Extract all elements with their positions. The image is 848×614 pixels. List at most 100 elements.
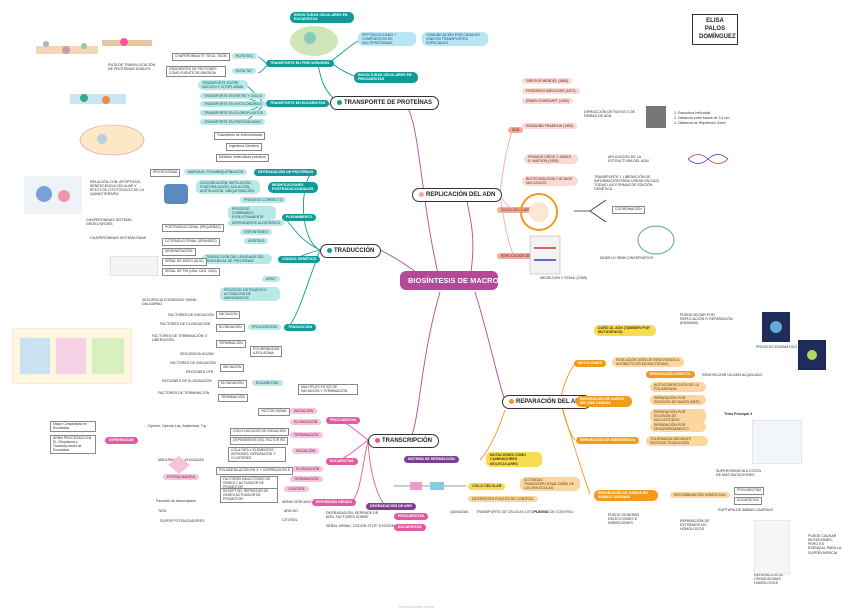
tc-euc-ini[interactable]: INICIACIÓN: [292, 448, 320, 455]
tc-proc-term[interactable]: TERMINACIÓN: [290, 432, 323, 439]
evolucion[interactable]: EVOLUCIÓN (GEN DE RESISTENCIA A ANTIBIÓT…: [612, 357, 684, 368]
dano-adn[interactable]: DAÑO AL ADN (TAMBIÉN POR MUTÁGENOS): [594, 325, 656, 336]
branch-reparacion[interactable]: REPARACIÓN DEL ADN: [502, 395, 591, 409]
watson-desc: APLICACIÓN DE LA ESTRUCTURA DEL ADN: [608, 155, 649, 164]
expresion-genica[interactable]: EXPRESIÓN GÉNICA: [312, 499, 356, 506]
pleg-item-3[interactable]: ESPONTANEO: [240, 229, 273, 236]
pleg-item-0[interactable]: PROCESO CORRECTO: [240, 197, 287, 204]
branch-transcripcion[interactable]: TRANSCRIPCIÓN: [368, 434, 440, 448]
transcripcion-procariotas[interactable]: PROCARIOTAS: [326, 417, 361, 424]
canales-ionicos[interactable]: COMUNICACIÓN POR CANALES IÓNICOS TRANSPO…: [422, 32, 488, 47]
rule-2: 3. Distancia de Repetición 34nm: [674, 121, 726, 125]
transporte-precursores[interactable]: TRANSPORTE EN PRECURSORES: [266, 60, 334, 67]
peptidoglucano[interactable]: PEPTIDOGLICANO + COMPUESTOS DE MULTIPROT…: [358, 32, 416, 47]
directa-desc: REMOVILIZAR UN ADN ALQUILADO: [702, 373, 763, 377]
sin-item-0[interactable]: AUTOCORRECCIÓN DE LA POLIMERASA: [650, 382, 706, 393]
ciclo-celular[interactable]: CICLO CELULAR: [468, 483, 506, 490]
euc-elong-regions: REGIONES DE ELONGACIÓN: [162, 379, 212, 383]
tc-proc-ini[interactable]: INICIACIÓN: [290, 408, 318, 415]
branch-dot: [375, 437, 380, 443]
ciclo-celular-rep[interactable]: CICLO CELULAR: [497, 207, 533, 214]
mutaciones[interactable]: MUTACIONES: [574, 360, 606, 367]
modificaciones-desc[interactable]: GLICOSILACIÓN, METILACIÓN, FOSFORILACIÓN…: [196, 180, 260, 195]
degradacion-arn[interactable]: DEGRADACIÓN DE ARN: [366, 503, 416, 510]
hist-chargaff[interactable]: ERWIN CHARGAFF (1950): [522, 98, 573, 105]
puntos-control[interactable]: DIFERENTES PUNTOS DE CONTROL: [468, 496, 538, 503]
hist-biotec[interactable]: BIOTECNOLOGÍA Y ÁCIDOS NUCLEICOS: [522, 176, 578, 187]
note-1: Ingeniería Genética: [226, 143, 262, 151]
pleg-item-2[interactable]: DEPENDIENTE ALOSTERICO: [228, 220, 285, 227]
sin-item-3[interactable]: REPARACIÓN POR DESAPAREAMIENTO: [650, 422, 706, 433]
pleg-item-1[interactable]: PROCESO COMBINADO EVOLUTIVAMENTE: [228, 206, 276, 221]
modificaciones[interactable]: MODIFICACIONES POSTRADUCCIONALES: [268, 182, 318, 193]
envolturas-eucariotas[interactable]: ENVOLTURAS CELULARES EN EUCARIOTAS: [290, 12, 354, 23]
traduccion-sub[interactable]: TRADUCCIÓN: [284, 324, 317, 331]
degradacion-proteinas[interactable]: DEGRADACIÓN DE PROTEÍNAS: [254, 169, 318, 176]
branch-transporte[interactable]: TRANSPORTE DE PROTEÍNAS: [330, 96, 440, 110]
danos-ambas-cadenas[interactable]: REPARACIÓN DE DAÑOS EN AMBAS CADENAS: [594, 490, 658, 501]
operon-diagram: [394, 482, 466, 490]
hist-franklin[interactable]: ROSALIND FRANKLIN (1952): [522, 123, 578, 130]
tc-euc-term[interactable]: TERMINACIÓN: [290, 476, 323, 483]
procariotas-trad[interactable]: PROCARIOTAS: [248, 324, 282, 331]
plegamiento[interactable]: PLEGAMIENTO: [282, 214, 317, 221]
eucariotas-trad[interactable]: EUCARIOTAS: [252, 380, 283, 387]
euc-item-4[interactable]: TRANSPORTE EN PERÓXISOMAS: [200, 119, 265, 126]
puede-generar: PUEDE GENERAR DELECCIONES E INSERCIONES: [608, 513, 640, 526]
hist-crick-watson[interactable]: FRANCIS CRICK Y JAMES D. WATSON (1953): [524, 154, 578, 165]
actividad-transcripcional[interactable]: ACTIVIDAD TRANSCRIPCIONAL DAÑO DE LAS MO…: [520, 477, 580, 492]
replicacion-adn[interactable]: REPLICACIÓN DEL ADN: [497, 253, 545, 260]
branch-label: REPARACIÓN DEL ADN: [516, 398, 584, 405]
ruta-tat[interactable]: RUTA TAT: [232, 68, 257, 75]
branch-replicacion[interactable]: REPLICACIÓN DEL ADN: [412, 188, 503, 202]
euc-item-1[interactable]: TRANSPORTE ENTRE RE Y GOLGI: [200, 93, 266, 100]
sin-item-2[interactable]: REPARACIÓN POR ESCISIÓN DE NUCLEÓTIDOS: [650, 409, 706, 424]
eukaryote-cell-image: [290, 26, 338, 56]
hist-mendel[interactable]: GREGOR MENDEL (1865): [522, 78, 573, 85]
rule-1: 2. Distancia entre bases de 3,4 nm: [674, 116, 730, 120]
emergencia[interactable]: REPARACIÓN DE EMERGENCIA: [576, 437, 640, 444]
tolerancia[interactable]: TOLERANCIA MEDIANTE SÍNTESIS TRASLESIÓN: [646, 436, 708, 447]
tc-euc-control[interactable]: CONTROL: [284, 486, 310, 493]
ruta-sec[interactable]: RUTA SEC: [232, 53, 258, 60]
tc-euc-elong[interactable]: ELONGACIÓN: [292, 466, 324, 473]
author-box: ELISA PALOS DOMÍNGUEZ: [692, 14, 738, 46]
codon-table-image: [110, 256, 158, 276]
biotec-desc: TRANSPORTE Y LIBERACIÓN DE INFORMACIÓN P…: [594, 175, 659, 192]
transcripcion-eucariotas[interactable]: EUCARIOTAS: [326, 458, 358, 465]
adn-node[interactable]: ADN: [508, 127, 524, 134]
note-0: Tratamiento de enfermedades: [214, 132, 266, 140]
proc-elongacion: ELONGACIÓN: [216, 324, 245, 332]
arnt-desc[interactable]: PROCESO SISTEMÁTICO: ACTIVACIÓN DE AMINO…: [220, 287, 280, 302]
multiples-sitios: MÚLTIPLES SITIOS DE INICIACIÓN Y TERMINA…: [298, 384, 358, 396]
proteosoma: PROTEOSOMA: [150, 169, 181, 177]
deg-procariotas[interactable]: PROCARIOTAS: [394, 513, 429, 520]
transporte-eucariotas[interactable]: TRANSPORTE EN EUCARIOTAS: [266, 100, 330, 107]
diferenciar[interactable]: DIFERENCIAR: [105, 437, 138, 444]
recombinacion-homologa[interactable]: RECOMBINACIÓN HOMÓLOGA: [670, 492, 730, 499]
transcription-tag[interactable]: SISTEMA DE REPARACIÓN: [404, 456, 459, 463]
potenciadora[interactable]: POTENCIADORA: [163, 474, 200, 481]
asistido[interactable]: ASISTIDO: [244, 238, 269, 245]
transport-illustration: [70, 94, 126, 104]
euc-item-0[interactable]: TRANSPORTE ENTRE NÚCLEO Y CITOPLASMA: [198, 80, 248, 91]
tc-proc-elong[interactable]: ELONGACIÓN: [290, 419, 322, 426]
reparacion-directa[interactable]: REPARACIÓN DIRECTA: [646, 371, 695, 378]
arnt[interactable]: ARNT: [262, 276, 280, 283]
deg-eucariotas[interactable]: EUCARIOTAS: [394, 524, 426, 531]
punto-1: TRANSPORTE DE CÉLULAS CITOPLASMA: [476, 510, 548, 514]
codigo-desc[interactable]: TRADUCCIÓN DEL LENGUAJE DEL ADN/ARN AL D…: [202, 254, 272, 265]
center-topic[interactable]: BIOSÍNTESIS DE MACROMOLÉCULAS: [400, 271, 546, 291]
envolturas-procariotas[interactable]: ENVOLTURAS CELULARES EN PROCARIOTAS: [354, 72, 418, 83]
sin-item-1[interactable]: REPARACIÓN POR ESCISIÓN DE BASES (BER): [650, 395, 706, 406]
branch-traduccion[interactable]: TRADUCCIÓN: [320, 244, 382, 258]
sin-escision[interactable]: REPARACIÓN DE DAÑOS SIN UNA CADENA: [576, 396, 632, 407]
hist-miescher[interactable]: FRIEDRICH MIESCHER (1871): [522, 88, 580, 95]
mutaciones-cambiadores[interactable]: MUTACIONES COMO CAMBIADORES MOLECULARES: [486, 452, 542, 467]
euc-item-2[interactable]: TRANSPORTE EN MITOCONDRIAS: [200, 101, 266, 108]
codigo-genetico[interactable]: CÓDIGO GENÉTICO: [278, 256, 321, 263]
franklin-desc: DIFRACCIÓN DE RAYOS X DE FIBRAS DE ADN: [584, 110, 636, 119]
post-pequenas: POSTRADUCCIONAL (PEQUEÑAS): [162, 224, 224, 232]
euc-item-3[interactable]: TRANSPORTE EN CLOROPLASTOS: [200, 110, 268, 117]
marcaje[interactable]: MARCAJE: POLIUBIQUITINACIÓN: [184, 169, 248, 176]
